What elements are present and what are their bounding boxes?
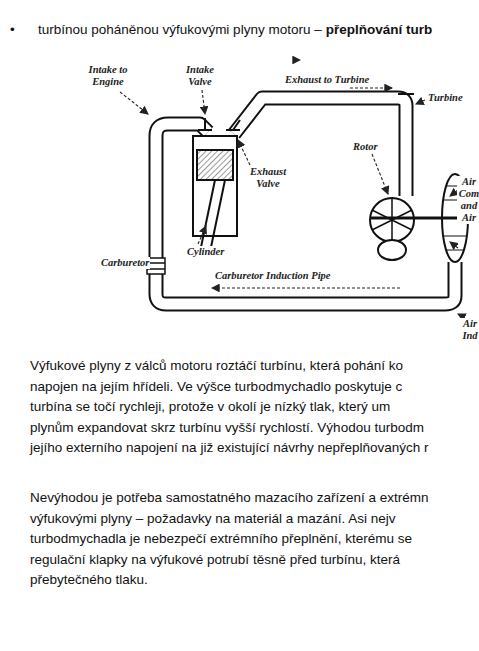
part-label: Turbine xyxy=(427,92,464,104)
part-label: Air Com and Air xyxy=(457,176,479,224)
part-label: Carburetor xyxy=(100,257,150,269)
paragraph-line: Nevýhodou je potřeba samostatného mazací… xyxy=(30,490,428,506)
paragraph-line: přebytečného tlaku. xyxy=(30,572,148,588)
part-label: Air Ind xyxy=(458,318,479,342)
paragraph-line: regulační klapky na výfukové potrubí těs… xyxy=(30,552,400,568)
paragraph-line: turbodmychadla je nebezpečí extrémního p… xyxy=(30,531,412,547)
part-label: Carburetor Induction Pipe xyxy=(214,270,332,282)
body-text: turbínou poháněnou výfukovými plyny moto… xyxy=(38,22,322,38)
paragraph-line: výfukovými plyny – požadavky na materiál… xyxy=(30,511,395,527)
leader-arrows xyxy=(120,60,462,316)
bold-text: přeplňování turb xyxy=(326,22,433,38)
cylinder xyxy=(193,118,240,252)
part-label: Cylinder xyxy=(186,246,225,258)
turbine-rotor xyxy=(370,198,414,260)
part-label: Intake Valve xyxy=(176,64,224,88)
paragraph-line: jejího externího napojení na již existuj… xyxy=(30,440,429,456)
part-label: Intake to Engine xyxy=(78,64,138,88)
paragraph-line: Výfukové plyny z válců motoru roztáčí tu… xyxy=(30,358,403,374)
part-label: Exhaust Valve xyxy=(242,166,294,190)
part-label: Rotor xyxy=(352,141,379,153)
exhaust-pipe xyxy=(234,94,414,196)
part-label: Exhaust to Turbine xyxy=(284,74,370,86)
paragraph-line: turbína se točí rychleji, protože v okol… xyxy=(30,399,390,415)
paragraph-line: napojen na jejím hřídeli. Ve výšce turbo… xyxy=(30,379,402,395)
bullet: • xyxy=(10,22,15,38)
paragraph-line: plynům expandovat skrz turbínu vyšší ryc… xyxy=(30,420,424,436)
